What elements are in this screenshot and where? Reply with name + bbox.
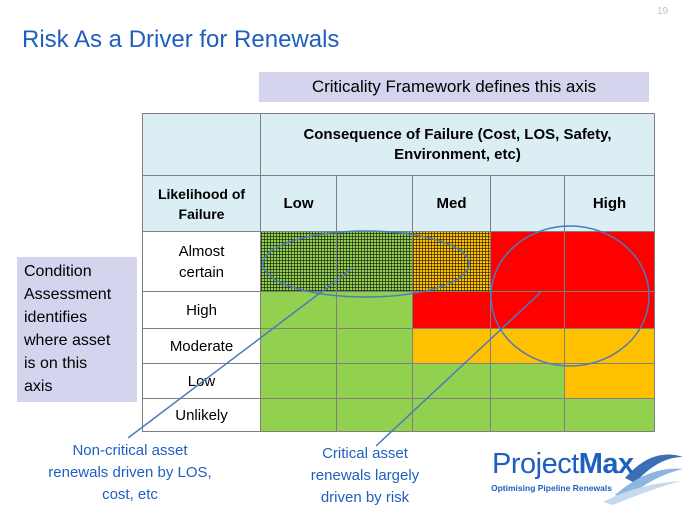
risk-cell [412,398,491,432]
logo-tagline: Optimising Pipeline Renewals [491,483,612,493]
risk-cell [564,291,655,329]
likelihood-level-1: Almost certain [142,231,261,292]
noncritical-caption: Non-critical asset renewals driven by LO… [48,442,212,503]
risk-cell [412,231,491,292]
logo-name-part1: Project [492,448,579,480]
risk-cell [336,291,413,329]
likelihood-level-5: Unlikely [142,398,261,432]
risk-matrix: Consequence of Failure (Cost, LOS, Safet… [142,113,655,432]
criticality-callout: Criticality Framework defines this axis [259,72,649,102]
likelihood-level-4: Low [142,363,261,399]
risk-cell [564,363,655,399]
condition-callout: Condition Assessment identifies where as… [17,257,137,402]
critical-caption: Critical asset renewals largely driven b… [310,445,420,506]
projectmax-logo-swoosh [603,454,683,505]
risk-cell [336,231,413,292]
risk-cell [412,363,491,399]
likelihood-header: Likelihood of Failure [142,175,261,232]
likelihood-level-3: Moderate [142,328,261,364]
consequence-level-1: Low [260,175,337,232]
risk-cell [564,328,655,364]
risk-cell [490,328,565,364]
risk-cell [412,291,491,329]
risk-cell [564,398,655,432]
slide-title: Risk As a Driver for Renewals [22,26,340,53]
consequence-level-4 [490,175,565,232]
risk-cell [490,363,565,399]
risk-cell [260,231,337,292]
likelihood-level-2: High [142,291,261,329]
matrix-corner [142,113,261,176]
risk-cell [260,363,337,399]
risk-cell [260,291,337,329]
risk-cell [336,328,413,364]
risk-cell [260,398,337,432]
risk-cell [260,328,337,364]
risk-cell [490,291,565,329]
consequence-header: Consequence of Failure (Cost, LOS, Safet… [260,113,655,176]
risk-cell [412,328,491,364]
projectmax-logo: ProjectMax [492,448,634,481]
logo-name-part2: Max [578,448,634,480]
risk-cell [336,363,413,399]
consequence-level-3: Med [412,175,491,232]
risk-cell [490,398,565,432]
consequence-level-2 [336,175,413,232]
page-number: 19 [657,6,669,17]
risk-cell [564,231,655,292]
consequence-level-5: High [564,175,655,232]
risk-cell [490,231,565,292]
risk-cell [336,398,413,432]
